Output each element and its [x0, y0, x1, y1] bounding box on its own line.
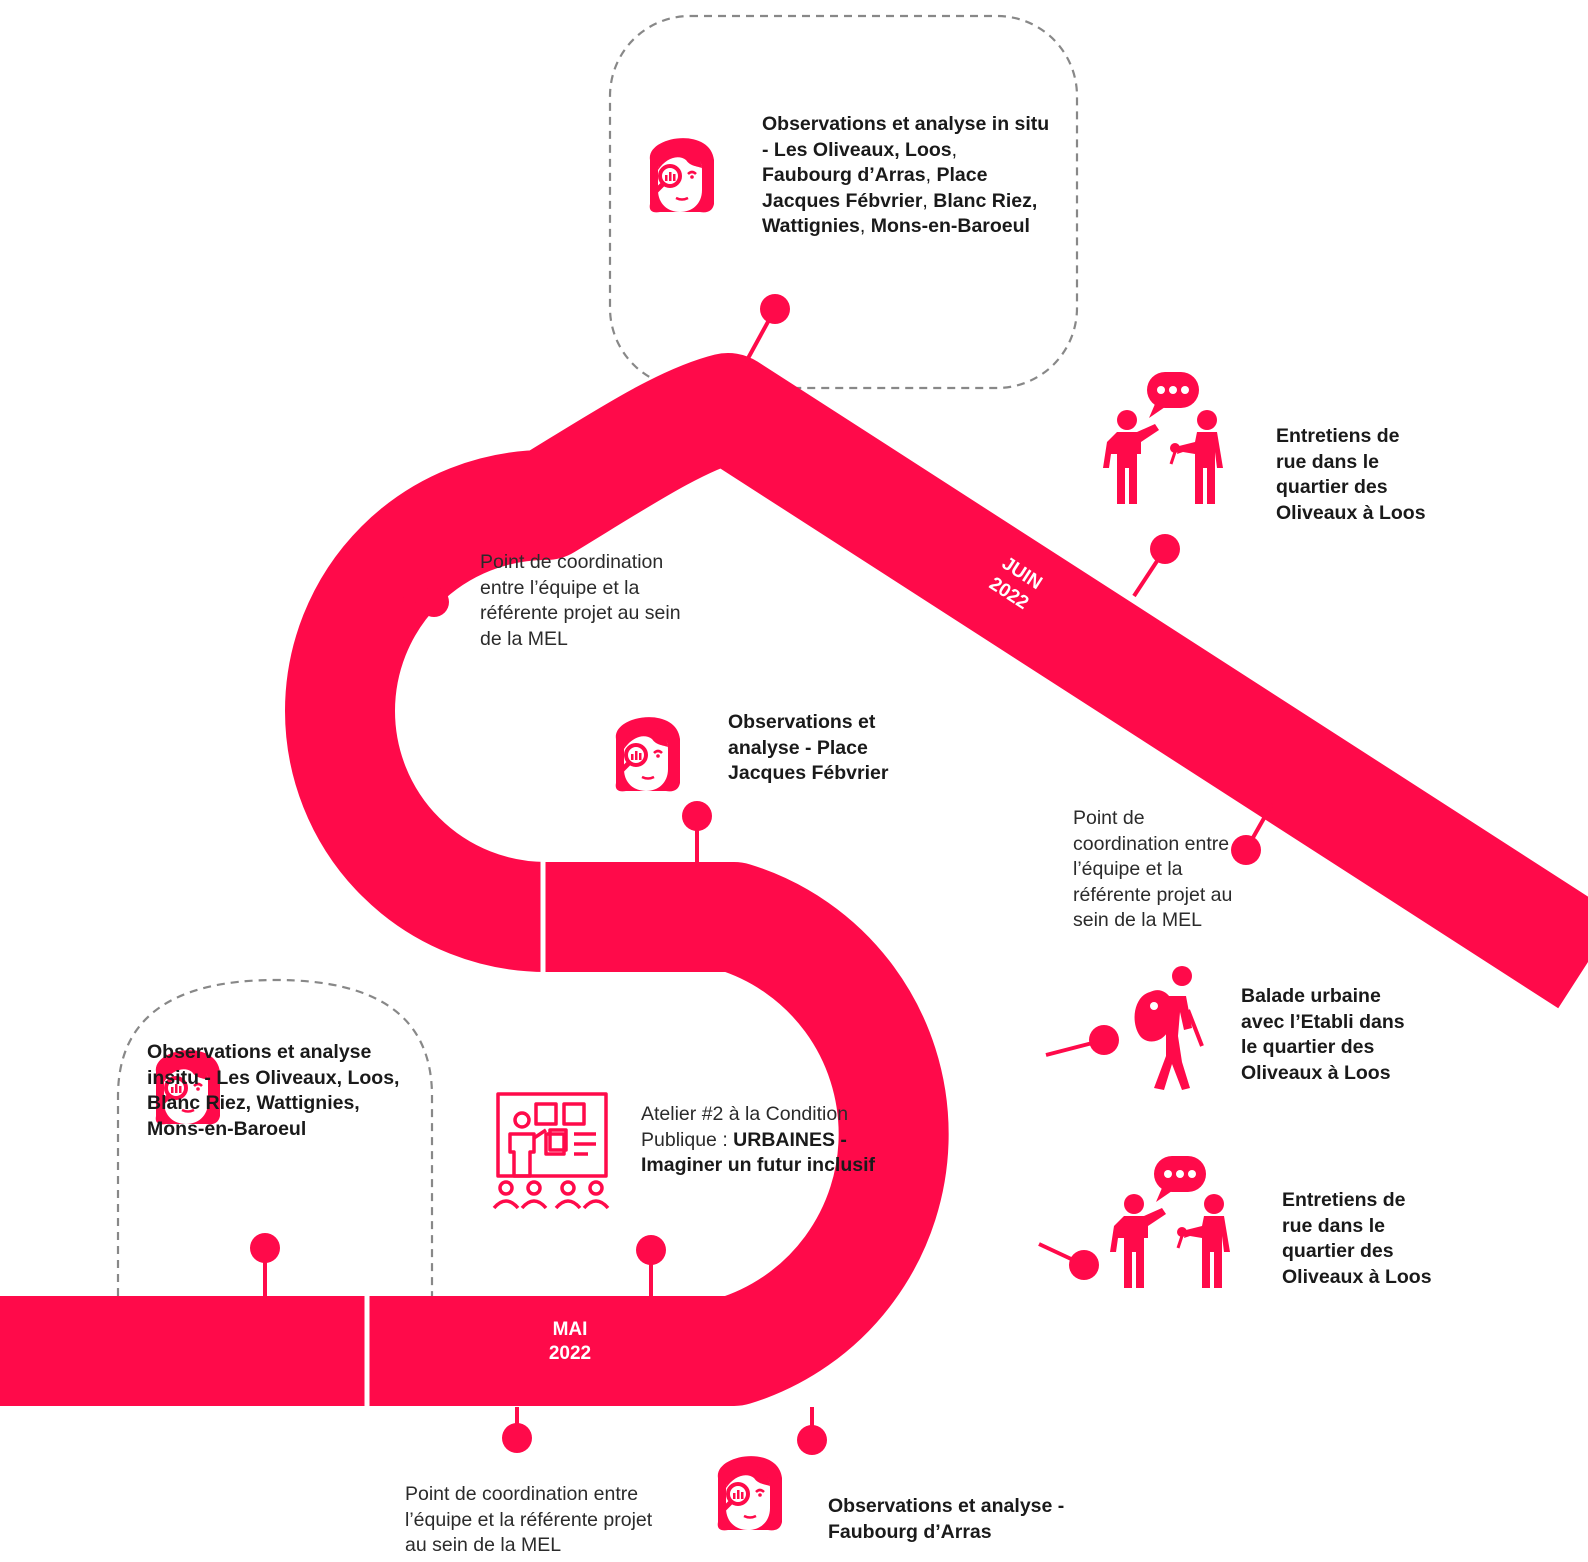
event-atelier-2: Atelier #2 à la Condition Publique : URB… [641, 1103, 876, 1176]
observer-woman-icon [718, 1456, 782, 1530]
dashed-box-left [116, 978, 434, 1296]
observer-woman-icon [616, 717, 680, 791]
event-balade-urbaine: Balade urbaine avec l’Etabli dans le qua… [1241, 985, 1405, 1084]
event-coord-right: Point de coordination entre l’équipe et … [1073, 807, 1233, 931]
street-interview-icon [1101, 370, 1225, 506]
road-path [0, 353, 1588, 1406]
workshop-board-icon [492, 1092, 610, 1210]
observer-woman-icon [650, 138, 714, 212]
event-obs-insitu-top: Observations et analyse in situ - Les Ol… [762, 113, 1050, 237]
markers [250, 294, 1274, 1455]
dashed-box-top [608, 14, 1079, 390]
event-obs-faubourg: Observations et analyse - Faubourg d’Arr… [828, 1495, 1065, 1543]
event-obs-insitu-left: Observations et analyse insitu - Les Oli… [147, 1041, 400, 1140]
event-entretiens-top: Entretiens de rue dans le quartier des O… [1276, 425, 1426, 524]
event-obs-place-jacques: Observations et analyse - Place Jacques … [728, 711, 889, 784]
month-label-mai: MAI 2022 [548, 1319, 592, 1364]
street-interview-icon [1108, 1154, 1232, 1290]
event-entretiens-bottom: Entretiens de rue dans le quartier des O… [1282, 1189, 1432, 1288]
event-coord-bottom: Point de coordination entre l’équipe et … [405, 1483, 653, 1556]
event-coord-left: Point de coordination entre l’équipe et … [480, 551, 681, 650]
hiker-icon [1132, 964, 1204, 1092]
